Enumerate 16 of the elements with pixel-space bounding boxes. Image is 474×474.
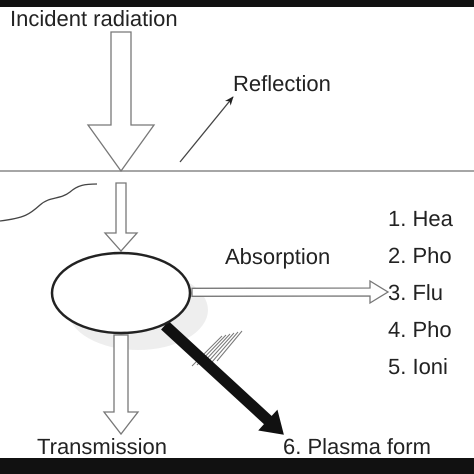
arrow: [180, 96, 234, 162]
arrow: [102, 334, 140, 436]
list-item: 1. Hea: [388, 206, 453, 232]
arrow: [86, 31, 156, 172]
text-label: Reflection: [233, 71, 331, 97]
text-label: Incident radiation: [10, 6, 178, 32]
list-item: 5. Ioni: [388, 354, 449, 380]
list-item: 2. Pho: [388, 243, 453, 269]
list-item: 4. Pho: [388, 317, 453, 343]
arrow: [161, 321, 284, 435]
text-label: 6. Plasma form: [283, 434, 431, 460]
list-item: 3. Flu: [388, 280, 444, 306]
arrow: [191, 280, 390, 304]
ellipse-shape: [50, 251, 192, 335]
arrow: [104, 182, 138, 252]
text-label: Transmission: [37, 434, 167, 460]
